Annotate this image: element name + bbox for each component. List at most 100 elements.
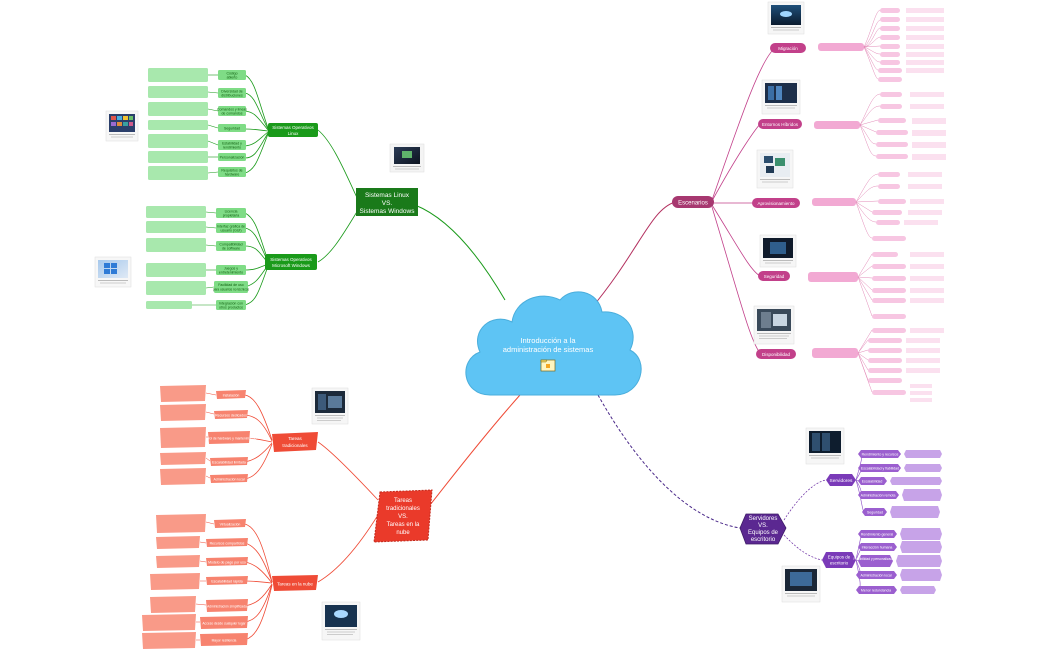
servers-item-box[interactable]: [858, 477, 887, 485]
traditional-label-line2: tradicionales: [282, 443, 308, 448]
tasks-node[interactable]: [373, 489, 433, 543]
desktop-node[interactable]: [822, 552, 856, 568]
traditional-item-box[interactable]: [208, 431, 250, 444]
branch-scenarios: Escenarios Migración Entornos Híbridos A…: [672, 1, 946, 402]
servers-item-box[interactable]: [858, 450, 901, 458]
cloud-task-item-box[interactable]: [214, 519, 246, 528]
desktop-item-box[interactable]: [858, 530, 897, 538]
linux-item-label: Diversidad de: [221, 90, 242, 94]
servers-node-label: Servidores: [830, 478, 854, 484]
scenario-item[interactable]: [758, 119, 802, 129]
traditional-node[interactable]: [272, 432, 318, 452]
desktop-item-box[interactable]: [856, 586, 897, 594]
scenario-detail-boxes: [808, 43, 864, 358]
traditional-item-box[interactable]: [216, 390, 246, 399]
windows-node[interactable]: [265, 254, 317, 270]
desktop-item-box[interactable]: [858, 555, 893, 567]
scenario-item[interactable]: [752, 198, 800, 208]
connector-tasks: [429, 394, 521, 506]
desktop-item-label: Flexibilidad y personalización: [854, 557, 897, 561]
windows-item-box[interactable]: [216, 223, 246, 233]
cloud-task-item-box[interactable]: [200, 616, 248, 629]
windows-item-box[interactable]: [216, 265, 246, 275]
servers-item-box[interactable]: [862, 508, 887, 516]
linux-item-label: Comandos y líneas: [217, 108, 247, 112]
cloud-task-item-label: Mayor resiliencia: [212, 639, 237, 643]
scenario-item-label: Seguridad: [764, 274, 785, 279]
connector-servers: [597, 394, 741, 529]
cloud-task-item-label: Virtualización: [220, 523, 241, 527]
scenario-item[interactable]: [770, 43, 806, 53]
linux-detail-boxes: [148, 68, 208, 180]
cloud-tasks-node[interactable]: [272, 575, 318, 591]
connector-scenarios: [589, 201, 676, 311]
linux-item-box[interactable]: [218, 167, 246, 177]
linux-label-line1: Sistemas Operativos: [272, 125, 314, 130]
linux-windows-title-line2: VS.: [382, 200, 393, 207]
cloud-task-item-box[interactable]: [206, 576, 248, 585]
windows-detail-connectors: [192, 211, 217, 306]
main-connectors: [414, 201, 741, 529]
linux-item-label: hardware: [225, 173, 240, 177]
windows-item-label: propietaria: [223, 214, 240, 218]
scenario-item-label: Migración: [778, 46, 798, 51]
cloud-task-item-box[interactable]: [200, 633, 248, 646]
traditional-item-label: Escalabilidad limitada: [212, 461, 246, 465]
linux-item-box[interactable]: [218, 153, 246, 161]
tasks-connectors: [244, 394, 379, 641]
desktop-detail-boxes: [896, 528, 942, 594]
windows-item-box[interactable]: [216, 241, 246, 251]
windows-item-label: Integración con: [219, 302, 243, 306]
cloud-tasks-thumbnail: [321, 601, 361, 641]
traditional-item-box[interactable]: [210, 474, 248, 483]
windows-item-label: Compatibilidad: [219, 243, 242, 247]
windows-item-box[interactable]: [216, 208, 246, 218]
central-topic[interactable]: Introducción a la administración de sist…: [465, 291, 642, 396]
windows-item-box[interactable]: [214, 281, 248, 293]
windows-item-label: usuario (GUI): [220, 229, 241, 233]
cloud-task-item-box[interactable]: [206, 599, 248, 612]
desktop-items: Rendimiento general Interacción humana F…: [854, 530, 897, 594]
scenario-connectors: [711, 47, 776, 354]
linux-item-label: distribuciones: [221, 94, 243, 98]
windows-item-box[interactable]: [216, 300, 246, 310]
windows-detail-boxes: [146, 206, 206, 309]
servers-vs-desktop-node[interactable]: [739, 513, 787, 545]
scenario-thumbnails: [753, 1, 805, 345]
cloud-task-item-box[interactable]: [206, 557, 248, 566]
desktop-node-label-line1: Equipos de: [828, 555, 851, 560]
scenario-item[interactable]: [758, 271, 790, 281]
windows-item-label: Juegos y: [224, 267, 238, 271]
windows-item-label: Facilidad de uso: [218, 283, 244, 287]
desktop-item-box[interactable]: [856, 571, 897, 579]
desktop-item-box[interactable]: [858, 543, 897, 551]
linux-item-box[interactable]: [218, 124, 246, 132]
central-cloud-shape: [465, 291, 642, 396]
linux-windows-node[interactable]: [356, 188, 418, 216]
servers-sub-connectors: [855, 453, 865, 591]
traditional-thumbnail: [311, 387, 349, 425]
traditional-item-box[interactable]: [214, 410, 248, 419]
traditional-item-box[interactable]: [210, 457, 248, 466]
scenario-item[interactable]: [756, 349, 796, 359]
linux-windows-title-line3: Sistemas Windows: [360, 208, 416, 215]
cloud-task-item-label: Escalabilidad rápida: [211, 580, 242, 584]
cloud-task-item-box[interactable]: [206, 538, 248, 547]
branch-tasks: Tareas tradicionales VS. Tareas en la nu…: [142, 385, 433, 649]
linux-item-box[interactable]: [218, 70, 246, 80]
servers-node[interactable]: [826, 474, 856, 486]
windows-item-label: de software: [222, 247, 240, 251]
tasks-title-line2: tradicionales: [386, 506, 420, 512]
scenarios-node[interactable]: [672, 196, 714, 208]
linux-item-box[interactable]: [218, 88, 246, 98]
servers-title-line3: Equipos de: [748, 530, 779, 536]
windows-label-line1: Sistemas Operativos: [270, 257, 312, 262]
tasks-title-line5: nube: [396, 530, 410, 536]
linux-item-box[interactable]: [218, 140, 246, 150]
servers-item-box[interactable]: [858, 464, 901, 472]
linux-detail-connectors: [207, 74, 219, 174]
linux-node[interactable]: [268, 123, 318, 137]
servers-item-box[interactable]: [858, 491, 899, 499]
linux-item-box[interactable]: [218, 106, 246, 116]
traditional-item-label: Recursos dedicados: [215, 414, 247, 418]
